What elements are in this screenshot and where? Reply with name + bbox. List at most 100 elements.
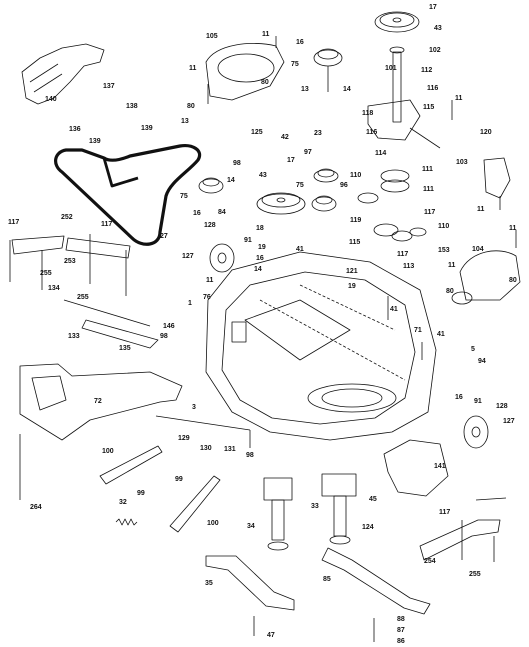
idler-bracket	[367, 99, 441, 149]
part-97: 97	[304, 149, 312, 156]
part-128b: 128	[496, 403, 508, 410]
part-80c: 80	[446, 288, 454, 295]
pulley-43-top	[374, 11, 420, 33]
part-80b: 80	[187, 103, 195, 110]
part-98b: 98	[160, 333, 168, 340]
part-255c: 255	[469, 571, 481, 578]
part-255b: 255	[77, 294, 89, 301]
belt-guard-103	[483, 157, 511, 199]
part-140: 140	[45, 96, 57, 103]
part-141: 141	[434, 463, 446, 470]
part-17a: 17	[429, 4, 437, 11]
part-127b: 127	[503, 418, 515, 425]
part-85: 85	[323, 576, 331, 583]
part-87: 87	[397, 627, 405, 634]
part-101: 101	[385, 65, 397, 72]
part-116: 116	[427, 85, 439, 92]
part-11g: 11	[448, 262, 456, 269]
part-131: 131	[224, 446, 236, 453]
part-80a: 80	[261, 79, 269, 86]
part-130: 130	[200, 445, 212, 452]
part-16b: 16	[193, 210, 201, 217]
pulley-assembly-110	[357, 169, 427, 242]
part-252: 252	[61, 214, 73, 221]
part-34: 34	[247, 523, 255, 530]
part-14c: 14	[254, 266, 262, 273]
part-88: 88	[397, 616, 405, 623]
part-117d: 117	[397, 251, 409, 258]
part-117a: 117	[8, 219, 20, 226]
part-91b: 91	[474, 398, 482, 405]
part-32: 32	[119, 499, 127, 506]
part-72: 72	[94, 398, 102, 405]
part-14b: 14	[227, 177, 235, 184]
part-1: 1	[188, 300, 192, 307]
spindle-shaft	[389, 46, 405, 123]
part-129: 129	[178, 435, 190, 442]
part-11d: 11	[477, 206, 485, 213]
part-42: 42	[281, 134, 289, 141]
part-14a: 14	[343, 86, 351, 93]
mower-deck-housing	[205, 251, 437, 441]
gauge-wheel-128-right	[463, 415, 489, 449]
pulley-75-lower	[311, 195, 337, 212]
part-121: 121	[346, 268, 358, 275]
part-94: 94	[478, 358, 486, 365]
part-264: 264	[30, 504, 42, 511]
part-100a: 100	[102, 448, 114, 455]
part-117b: 117	[101, 221, 113, 228]
part-99a: 99	[175, 476, 183, 483]
part-84: 84	[218, 209, 226, 216]
part-41c: 41	[437, 331, 445, 338]
part-47: 47	[267, 632, 275, 639]
part-98a: 98	[233, 160, 241, 167]
part-139b: 139	[89, 138, 101, 145]
part-115: 115	[423, 104, 435, 111]
part-115b: 115	[349, 239, 361, 246]
part-254: 254	[424, 558, 436, 565]
part-112: 112	[421, 67, 433, 74]
linkage-133	[63, 299, 159, 349]
part-119: 119	[350, 217, 362, 224]
part-153: 153	[438, 247, 450, 254]
part-146: 146	[163, 323, 175, 330]
part-111b: 111	[423, 186, 434, 193]
part-11a: 11	[262, 31, 270, 38]
spindle-housing-33	[263, 477, 293, 551]
part-45: 45	[369, 496, 377, 503]
bracket-252	[11, 235, 131, 259]
part-111a: 111	[422, 166, 433, 173]
part-96: 96	[340, 182, 348, 189]
part-253: 253	[64, 258, 76, 265]
part-105: 105	[206, 33, 218, 40]
pulley-cover-105	[205, 43, 285, 101]
part-3: 3	[192, 404, 196, 411]
part-75b: 75	[296, 182, 304, 189]
pulley-43-lower	[256, 192, 306, 215]
pulley-75-left	[198, 177, 224, 194]
part-255a: 255	[40, 270, 52, 277]
part-16d: 16	[455, 394, 463, 401]
part-16c: 16	[256, 255, 264, 262]
part-128a: 128	[204, 222, 216, 229]
part-17b: 17	[287, 157, 295, 164]
part-138: 138	[126, 103, 138, 110]
part-18: 18	[256, 225, 264, 232]
part-118: 118	[362, 110, 374, 117]
blade-85	[321, 547, 431, 615]
blade-35	[205, 555, 295, 611]
part-33: 33	[311, 503, 319, 510]
part-110b: 110	[438, 223, 450, 230]
part-11e: 11	[509, 225, 517, 232]
cover-104	[451, 250, 521, 305]
part-98c: 98	[246, 452, 254, 459]
part-116b: 116	[366, 129, 378, 136]
part-117e: 117	[439, 509, 451, 516]
part-113: 113	[403, 263, 415, 270]
spring-32	[115, 518, 138, 526]
part-134: 134	[48, 285, 60, 292]
part-137: 137	[103, 83, 115, 90]
part-124: 124	[362, 524, 374, 531]
hardware-bolts	[9, 36, 517, 642]
